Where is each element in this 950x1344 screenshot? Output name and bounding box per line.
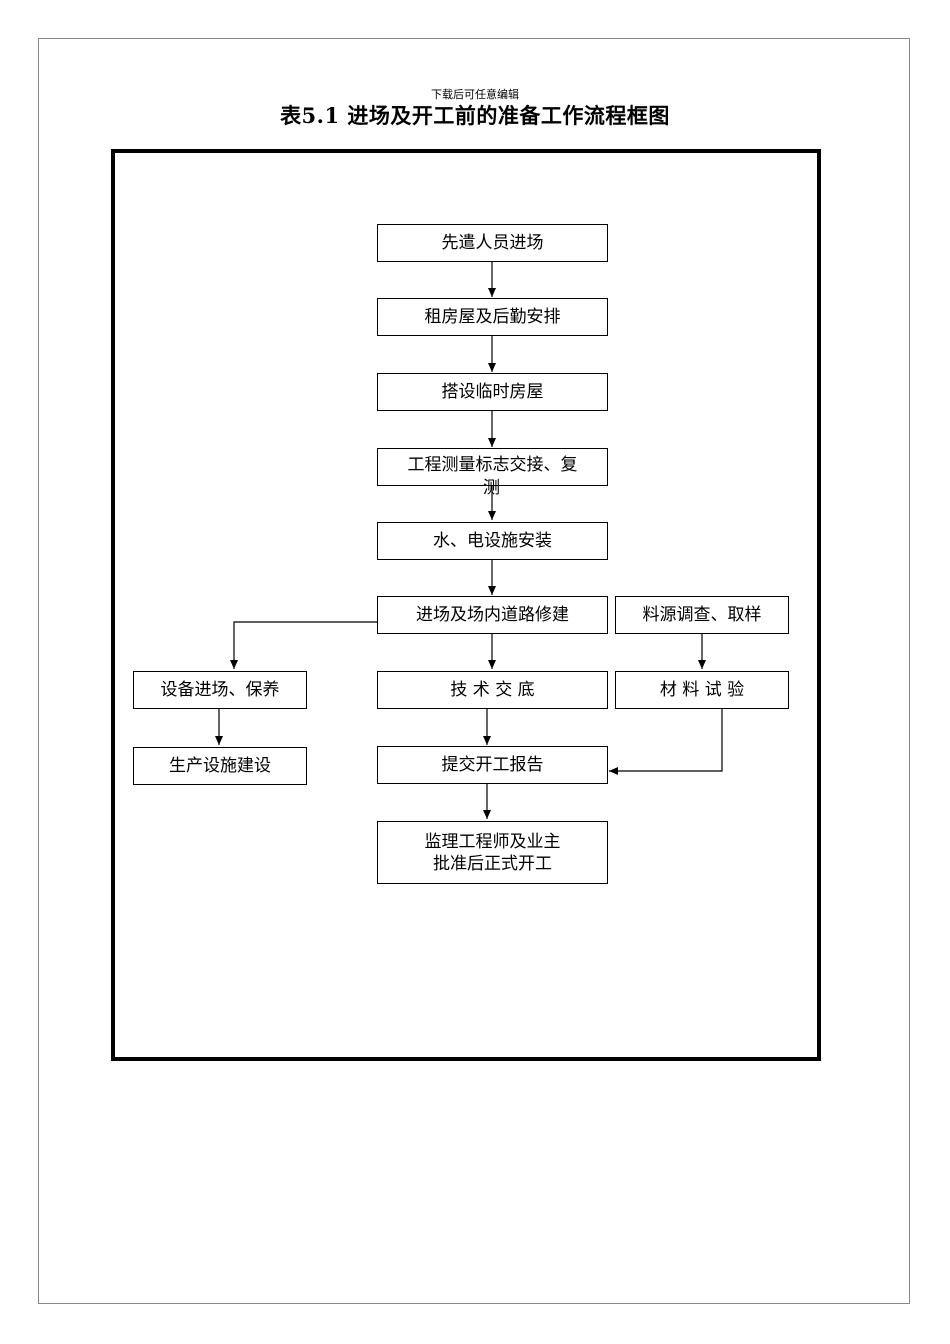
node-survey-handover-label: 工程测量标志交接、复: [407, 455, 578, 475]
node-temp-housing: 搭设临时房屋: [377, 373, 608, 411]
node-housing: 租房屋及后勤安排: [377, 298, 608, 336]
node-approval: 监理工程师及业主 批准后正式开工: [377, 821, 608, 884]
node-approval-line2: 批准后正式开工: [433, 853, 552, 874]
node-site-roads: 进场及场内道路修建: [377, 596, 608, 634]
node-water-power-label: 水、电设施安装: [433, 531, 552, 551]
node-water-power: 水、电设施安装: [377, 522, 608, 560]
edit-note: 下载后可任意编辑: [431, 88, 519, 101]
diagram-frame: [111, 149, 821, 1061]
node-approval-line1: 监理工程师及业主: [424, 831, 561, 852]
node-production-facilities-label: 生产设施建设: [169, 756, 271, 776]
node-submit-report-label: 提交开工报告: [441, 755, 544, 775]
node-tech-briefing-label: 技 术 交 底: [450, 680, 535, 700]
node-submit-report: 提交开工报告: [377, 746, 608, 784]
node-equipment-label: 设备进场、保养: [160, 680, 280, 700]
node-advance-team-label: 先遣人员进场: [441, 233, 544, 253]
node-material-survey-label: 料源调查、取样: [642, 605, 762, 625]
node-tech-briefing: 技 术 交 底: [377, 671, 608, 709]
node-material-survey: 料源调查、取样: [615, 596, 789, 634]
node-equipment: 设备进场、保养: [133, 671, 307, 709]
page-title: 表5.1 进场及开工前的准备工作流程框图: [280, 103, 670, 128]
node-survey-handover: 工程测量标志交接、复: [377, 448, 608, 486]
page-border: [38, 38, 910, 1304]
node-temp-housing-label: 搭设临时房屋: [441, 382, 544, 402]
node-site-roads-label: 进场及场内道路修建: [416, 605, 569, 625]
node-material-test: 材 料 试 验: [615, 671, 789, 709]
node-production-facilities: 生产设施建设: [133, 747, 307, 785]
node-advance-team: 先遣人员进场: [377, 224, 608, 262]
node-survey-handover-overflow: 测: [483, 478, 500, 498]
node-material-test-label: 材 料 试 验: [659, 680, 745, 700]
node-housing-label: 租房屋及后勤安排: [424, 307, 561, 327]
